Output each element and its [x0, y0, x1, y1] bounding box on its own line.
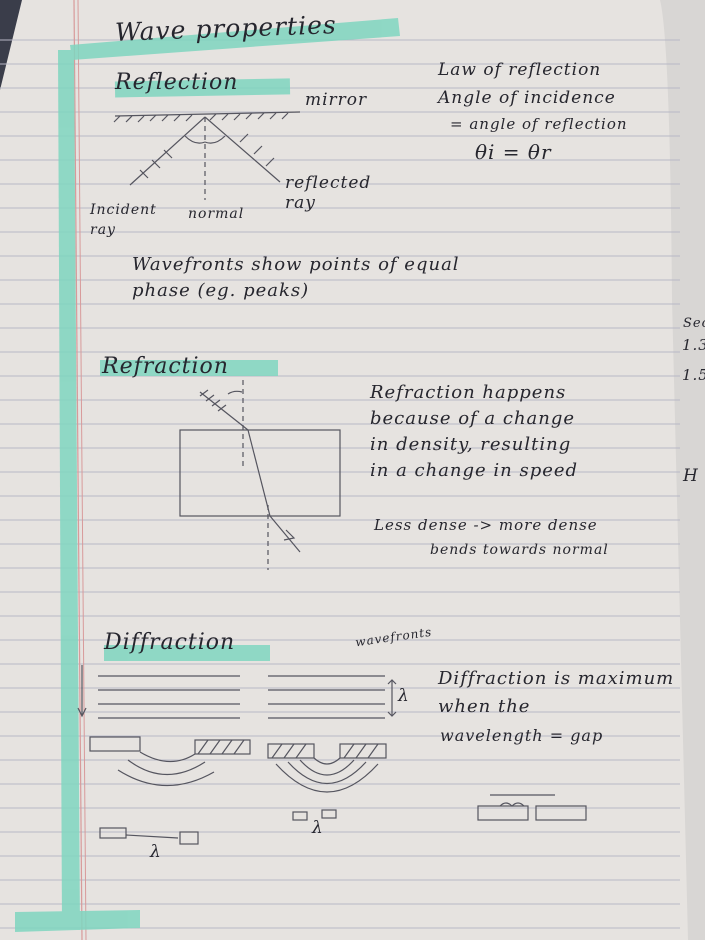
margin-text-4: H: [683, 466, 699, 486]
law-line-3: = angle of reflection: [450, 115, 628, 133]
notebook-page: [0, 0, 688, 940]
refraction-direction-line-1: Less dense -> more dense: [374, 516, 598, 534]
lambda-label-slit: λ: [312, 818, 324, 838]
mirror-label: mirror: [305, 90, 368, 110]
highlighter-frame: [15, 18, 400, 932]
incident-ray-label: Incident ray: [90, 202, 157, 238]
diffraction-line-1: Diffraction is maximum: [438, 668, 675, 689]
diffraction-line-2: when the: [438, 696, 531, 717]
law-line-4: θi = θr: [475, 140, 552, 164]
margin-line: [73, 0, 83, 940]
lambda-label-wavefronts: λ: [398, 686, 410, 706]
refraction-direction-line-2: bends towards normal: [430, 542, 609, 558]
diffraction-diagram: [77, 665, 587, 845]
refraction-diagram: [179, 380, 341, 570]
margin-text-1: Sec: [683, 316, 705, 331]
law-line-2: Angle of incidence: [438, 88, 616, 108]
reflection-diagram: [113, 111, 301, 200]
diffraction-line-3: wavelength = gap: [440, 726, 604, 745]
law-line-1: Law of reflection: [438, 60, 602, 80]
reflected-ray-label: reflected ray: [285, 173, 372, 213]
diffraction-heading: Diffraction: [104, 630, 236, 655]
margin-text-2: 1.3: [682, 336, 705, 354]
reflection-heading: Reflection: [115, 70, 239, 95]
wavefronts-note-line-2: phase (eg. peaks): [132, 280, 310, 301]
refraction-line-1: Refraction happens: [370, 382, 567, 403]
refraction-line-2: because of a change: [370, 408, 576, 429]
normal-label: normal: [188, 206, 245, 222]
refraction-line-4: in a change in speed: [370, 460, 579, 481]
wavefronts-note-line-1: Wavefronts show points of equal: [132, 254, 460, 275]
lambda-label-gap: λ: [150, 842, 162, 862]
margin-text-3: 1.5: [682, 366, 705, 384]
refraction-line-3: in density, resulting: [370, 434, 572, 455]
margin-line-2: [77, 0, 87, 940]
refraction-heading: Refraction: [102, 354, 229, 379]
